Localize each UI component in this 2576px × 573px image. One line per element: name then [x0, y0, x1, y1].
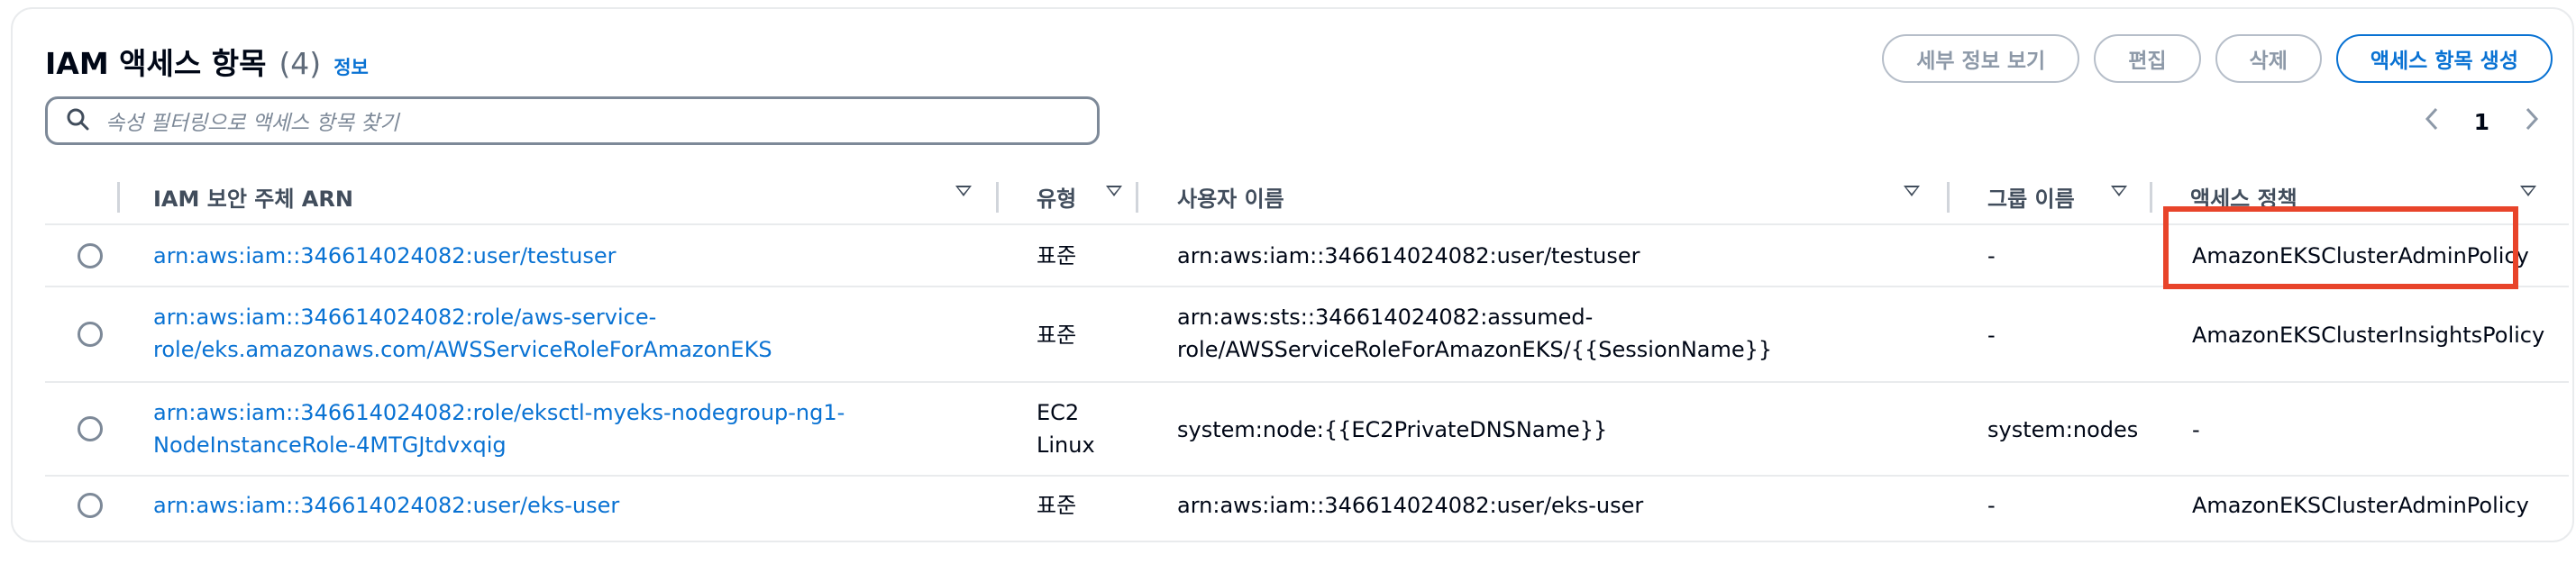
- table-row[interactable]: arn:aws:iam::346614024082:user/eks-user …: [45, 477, 2569, 536]
- arn-cell: arn:aws:iam::346614024082:role/aws-servi…: [153, 301, 772, 366]
- arn-link[interactable]: arn:aws:iam::346614024082:user/testuser: [153, 243, 617, 268]
- info-link[interactable]: 정보: [333, 57, 369, 78]
- highlight-annotation: [2163, 206, 2518, 289]
- access-entries-panel: IAM 액세스 항목 (4) 정보 세부 정보 보기 편집 삭제 액세스 항목 …: [11, 7, 2574, 542]
- chevron-left-icon[interactable]: [2424, 106, 2440, 138]
- type-cell: 표준: [1037, 243, 1077, 268]
- table-row[interactable]: arn:aws:iam::346614024082:role/aws-servi…: [45, 287, 2569, 383]
- search-icon: [66, 107, 89, 134]
- sort-type-icon[interactable]: [1106, 186, 1122, 196]
- search-input[interactable]: 속성 필터링으로 액세스 항목 찾기: [45, 96, 1100, 145]
- access-entries-table: IAM 보안 주체 ARN 유형 사용자 이름 그룹 이름 액세스 정책 arn…: [45, 168, 2569, 536]
- delete-button[interactable]: 삭제: [2215, 34, 2322, 83]
- row-select-radio[interactable]: [78, 243, 103, 268]
- sort-group-icon[interactable]: [2111, 186, 2127, 196]
- panel-header: IAM 액세스 항목 (4) 정보: [45, 40, 369, 83]
- username-cell: arn:aws:sts::346614024082:assumed- role/…: [1177, 301, 1772, 366]
- column-divider[interactable]: [2150, 182, 2152, 213]
- edit-button[interactable]: 편집: [2094, 34, 2201, 83]
- arn-link[interactable]: NodeInstanceRole-4MTGJtdvxqig: [153, 432, 507, 458]
- arn-link[interactable]: role/eks.amazonaws.com/AWSServiceRoleFor…: [153, 337, 772, 362]
- arn-link[interactable]: arn:aws:iam::346614024082:role/aws-servi…: [153, 305, 657, 330]
- arn-link[interactable]: arn:aws:iam::346614024082:user/eks-user: [153, 493, 620, 518]
- username-cell: arn:aws:iam::346614024082:user/testuser: [1177, 243, 1640, 268]
- column-divider[interactable]: [996, 182, 999, 213]
- column-header-type[interactable]: 유형: [1037, 186, 1077, 212]
- chevron-right-icon[interactable]: [2524, 106, 2540, 138]
- row-select-radio[interactable]: [78, 322, 103, 347]
- type-cell: 표준: [1037, 323, 1077, 348]
- policy-cell: AmazonEKSClusterAdminPolicy: [2192, 243, 2529, 268]
- column-divider[interactable]: [1947, 182, 1950, 213]
- pagination: 1: [2424, 106, 2540, 138]
- sort-username-icon[interactable]: [1904, 186, 1920, 196]
- username-cell: arn:aws:iam::346614024082:user/eks-user: [1177, 493, 1644, 518]
- username-text: role/AWSServiceRoleForAmazonEKS/{{Sessio…: [1177, 337, 1773, 362]
- column-header-group[interactable]: 그룹 이름: [1987, 186, 2075, 212]
- group-cell: -: [1987, 243, 1996, 268]
- type-cell: 표준: [1037, 493, 1077, 518]
- view-details-button[interactable]: 세부 정보 보기: [1882, 34, 2080, 83]
- column-header-arn[interactable]: IAM 보안 주체 ARN: [153, 186, 353, 212]
- arn-cell: arn:aws:iam::346614024082:user/eks-user: [153, 489, 619, 522]
- group-cell: system:nodes: [1987, 417, 2139, 442]
- sort-policy-icon[interactable]: [2520, 186, 2536, 196]
- arn-cell: arn:aws:iam::346614024082:user/testuser: [153, 240, 617, 272]
- table-row[interactable]: arn:aws:iam::346614024082:user/testuser …: [45, 225, 2569, 287]
- type-text: EC2: [1037, 400, 1080, 425]
- column-header-username[interactable]: 사용자 이름: [1177, 186, 1284, 212]
- entry-count: (4): [279, 46, 322, 81]
- action-toolbar: 세부 정보 보기 편집 삭제 액세스 항목 생성: [1882, 34, 2553, 83]
- policy-cell: -: [2192, 417, 2200, 442]
- username-cell: system:node:{{EC2PrivateDNSName}}: [1177, 417, 1608, 442]
- sort-arn-icon[interactable]: [955, 186, 972, 196]
- search-placeholder: 속성 필터링으로 액세스 항목 찾기: [105, 112, 399, 135]
- group-cell: -: [1987, 493, 1996, 518]
- column-divider[interactable]: [1136, 182, 1138, 213]
- create-access-entry-button[interactable]: 액세스 항목 생성: [2335, 34, 2553, 83]
- arn-cell: arn:aws:iam::346614024082:role/eksctl-my…: [153, 396, 845, 461]
- page-title: IAM 액세스 항목: [45, 46, 267, 81]
- arn-link[interactable]: arn:aws:iam::346614024082:role/eksctl-my…: [153, 400, 845, 425]
- username-text: arn:aws:sts::346614024082:assumed-: [1177, 305, 1594, 330]
- column-divider[interactable]: [117, 182, 120, 213]
- policy-cell: AmazonEKSClusterAdminPolicy: [2192, 493, 2529, 518]
- policy-cell: AmazonEKSClusterInsightsPolicy: [2192, 323, 2545, 348]
- type-text: Linux: [1037, 432, 1095, 458]
- table-row[interactable]: arn:aws:iam::346614024082:role/eksctl-my…: [45, 383, 2569, 477]
- type-cell: EC2 Linux: [1037, 396, 1095, 461]
- group-cell: -: [1987, 323, 1996, 348]
- row-select-radio[interactable]: [78, 416, 103, 441]
- row-select-radio[interactable]: [78, 493, 103, 518]
- page-number[interactable]: 1: [2473, 109, 2489, 135]
